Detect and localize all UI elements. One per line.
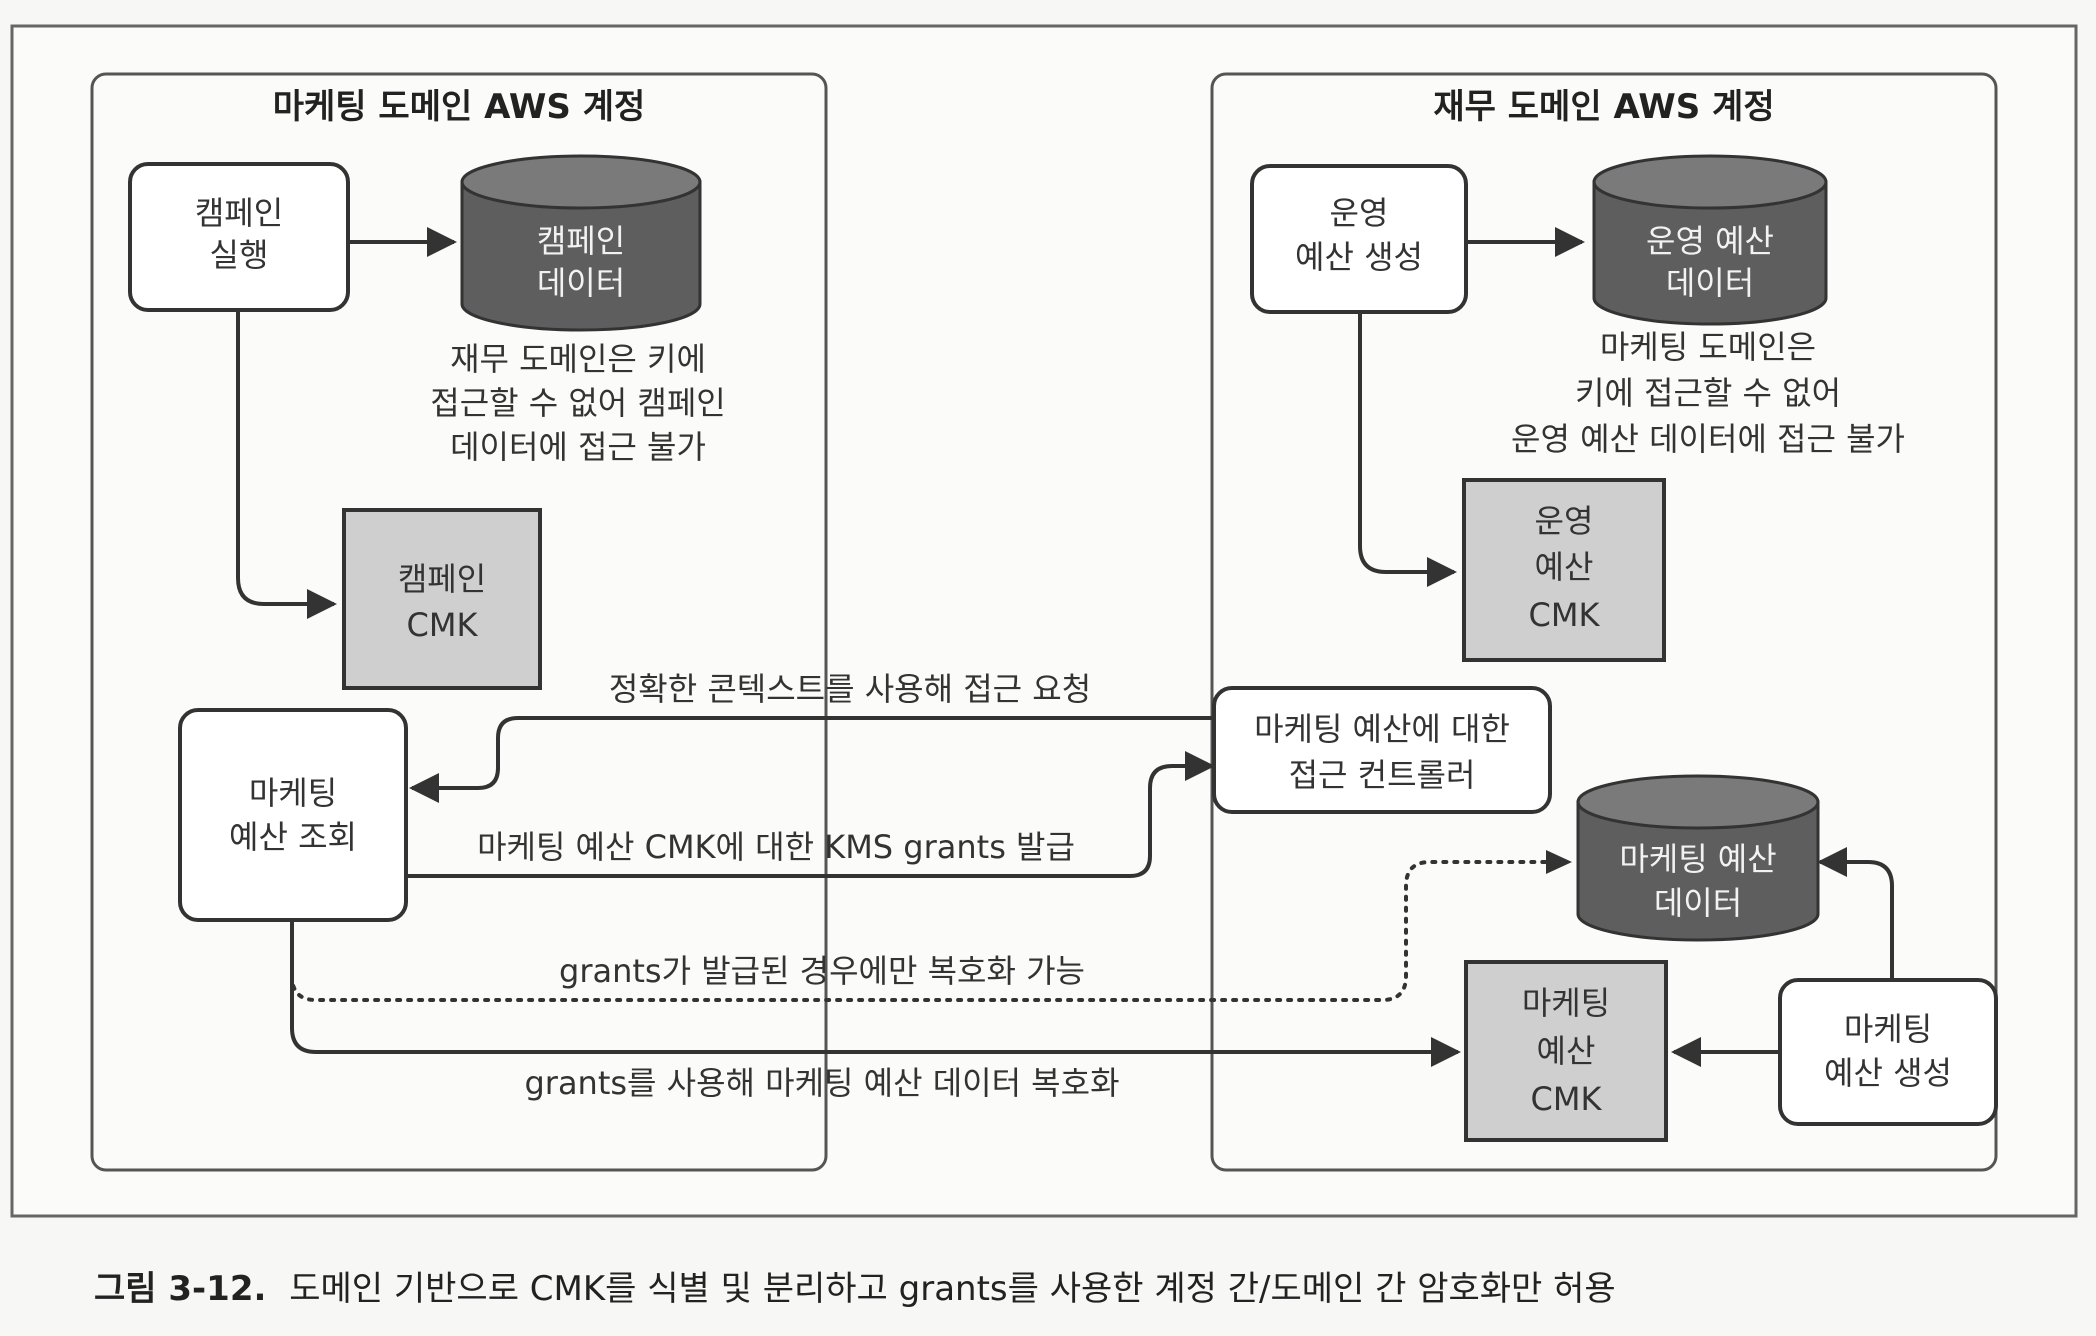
marketing-no-access-line2: 키에 접근할 수 없어 [1575, 374, 1841, 412]
marketing-budget-data-line2: 데이터 [1654, 884, 1742, 922]
figure-caption: 그림 3-12. 도메인 기반으로 CMK를 식별 및 분리하고 grants를… [94, 1269, 1616, 1309]
arrow-decrypt-with-grants [290, 920, 1461, 1067]
campaign-run-line2: 실행 [210, 236, 269, 274]
ops-budget-cmk-node [1462, 478, 1666, 662]
access-controller-line1: 마케팅 예산에 대한 [1254, 710, 1510, 748]
marketing-no-access-line1: 마케팅 도메인은 [1600, 328, 1816, 366]
ops-budget-create-line1: 운영 [1330, 194, 1389, 232]
ops-budget-cmk-line1: 운영 [1535, 502, 1594, 540]
finance-no-access-line3: 데이터에 접근 불가 [450, 428, 706, 466]
campaign-data-line2: 데이터 [537, 264, 625, 302]
campaign-cmk-line1: 캠페인 [398, 560, 486, 598]
marketing-budget-create-line1: 마케팅 [1844, 1010, 1932, 1048]
ops-budget-create-line2: 예산 생성 [1295, 238, 1423, 276]
campaign-data-cylinder [460, 154, 702, 332]
ops-budget-cmk-line3: CMK [1529, 596, 1601, 634]
edge-label-decrypt-only: grants가 발급된 경우에만 복호화 가능 [559, 952, 1085, 990]
arrow-run-to-cmk [236, 310, 337, 619]
arrowhead-dotted [1546, 850, 1572, 874]
marketing-no-access-line3: 운영 예산 데이터에 접근 불가 [1511, 420, 1905, 458]
marketing-budget-query-line2: 예산 조회 [229, 818, 357, 856]
ops-budget-data-line2: 데이터 [1666, 264, 1754, 302]
marketing-budget-cmk-line3: CMK [1531, 1080, 1603, 1118]
arrow-decrypt-only-with-grants [290, 860, 1568, 1002]
edge-label-access-request: 정확한 콘텍스트를 사용해 접근 요청 [609, 670, 1091, 708]
campaign-cmk-node [342, 508, 542, 690]
marketing-budget-cmk-line2: 예산 [1537, 1032, 1596, 1070]
campaign-run-node [128, 162, 350, 312]
caption-label: 그림 3-12. [94, 1269, 266, 1309]
arrow-grant-issue [406, 751, 1215, 878]
edge-label-grant-issue: 마케팅 예산 CMK에 대한 KMS grants 발급 [477, 828, 1075, 866]
marketing-budget-data-cylinder [1576, 774, 1820, 942]
marketing-budget-cmk-line1: 마케팅 [1522, 984, 1610, 1022]
campaign-data-line1: 캠페인 [537, 222, 625, 260]
marketing-account-title: 마케팅 도메인 AWS 계정 [273, 87, 646, 127]
access-controller-line2: 접근 컨트롤러 [1289, 756, 1476, 794]
finance-account-title: 재무 도메인 AWS 계정 [1433, 87, 1774, 127]
marketing-budget-create-line2: 예산 생성 [1824, 1054, 1952, 1092]
ops-budget-data-line1: 운영 예산 [1646, 222, 1774, 260]
caption-text: 도메인 기반으로 CMK를 식별 및 분리하고 grants를 사용한 계정 간… [289, 1269, 1615, 1309]
finance-no-access-line2: 접근할 수 없어 캠페인 [430, 384, 725, 422]
marketing-budget-cmk-node [1464, 960, 1668, 1142]
marketing-budget-data-line1: 마케팅 예산 [1619, 840, 1776, 878]
ops-budget-create-node [1250, 164, 1468, 314]
ops-budget-cmk-line2: 예산 [1535, 548, 1594, 586]
edge-label-decrypt-with-grants: grants를 사용해 마케팅 예산 데이터 복호화 [524, 1064, 1119, 1102]
arrow-create-to-data [1817, 847, 1894, 980]
arrow-ops-to-cmk [1358, 312, 1457, 587]
marketing-account-box [90, 72, 828, 1172]
finance-account-box [1210, 72, 1998, 1172]
campaign-cmk-line2: CMK [407, 606, 479, 644]
campaign-run-line1: 캠페인 [195, 194, 283, 232]
ops-budget-data-cylinder [1592, 154, 1828, 326]
finance-no-access-line1: 재무 도메인은 키에 [450, 340, 706, 378]
marketing-budget-query-line1: 마케팅 [249, 774, 337, 812]
marketing-budget-create-node [1778, 978, 1998, 1126]
access-controller-node [1212, 686, 1552, 814]
arrow-access-request [409, 716, 1214, 803]
marketing-budget-query-node [178, 708, 408, 922]
